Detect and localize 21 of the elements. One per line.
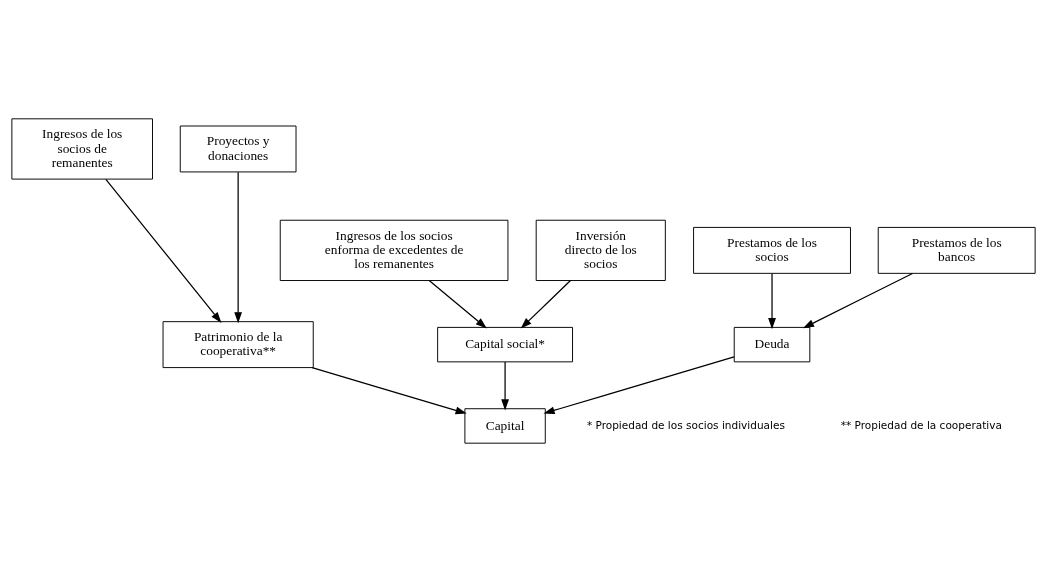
node-box: Ingresos de los socios de remanentes: [11, 118, 153, 180]
node-box: Prestamos de los bancos: [877, 226, 1036, 274]
arrow: [768, 273, 776, 330]
arrow: [311, 367, 467, 415]
arrow: [543, 356, 735, 415]
label: * Propiedad de los socios individuales: [586, 418, 785, 431]
arrow: [520, 279, 572, 329]
node-box: Proyectos y donaciones: [179, 125, 297, 173]
node-box: Capital social*: [437, 326, 573, 363]
arrow: [234, 171, 243, 324]
arrow: [802, 272, 914, 329]
node-box: Prestamos de los socios: [693, 226, 851, 274]
node-box: Ingresos de los socios enforma de excedentes de los remanentes: [279, 219, 509, 281]
label: ** Propiedad de la cooperativa: [840, 418, 1002, 431]
node-box: Deuda: [733, 326, 811, 363]
node-box: Patrimonio de la cooperativa**: [162, 321, 314, 369]
node-box: Inversión directo de los socios: [535, 219, 666, 281]
arrow: [428, 279, 487, 329]
node-box: Capital: [464, 408, 546, 444]
arrow: [105, 178, 222, 323]
arrow: [501, 361, 509, 411]
